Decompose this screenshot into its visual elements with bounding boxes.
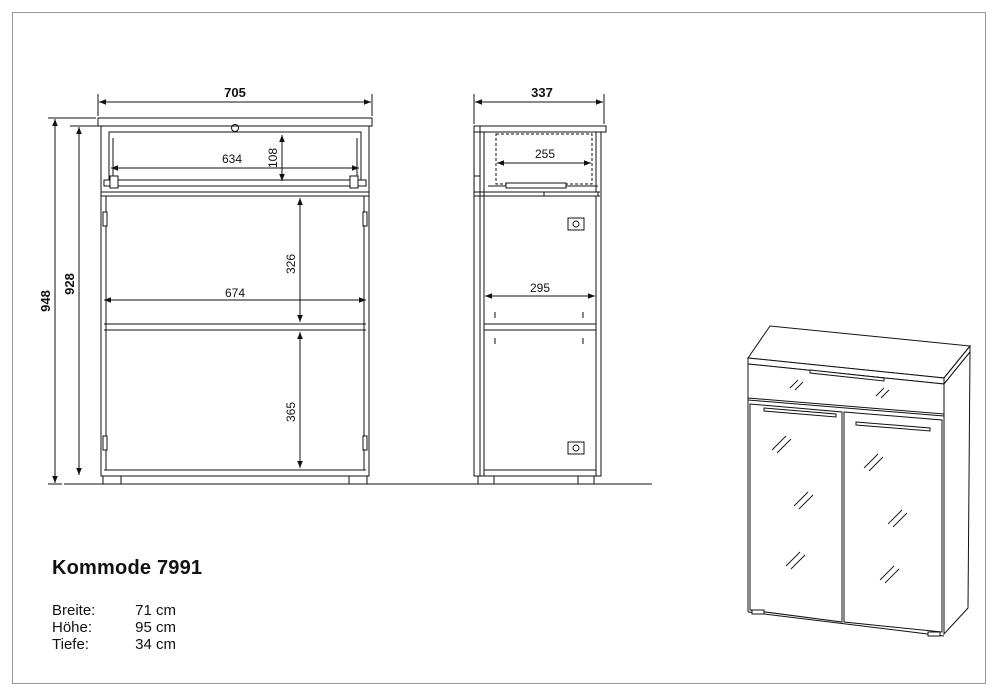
dim-drawer-depth: 255: [535, 147, 555, 161]
product-title: Kommode 7991: [52, 557, 203, 579]
spec-value: 71 cm: [135, 602, 176, 619]
dim-lower-compartment-height: 365: [284, 402, 298, 422]
dim-front-width: 705: [224, 85, 246, 100]
spec-label: Höhe:: [52, 619, 93, 636]
front-dimensions: [48, 94, 373, 485]
front-view: [97, 117, 373, 485]
spec-row-depth: Tiefe: 34 cm: [52, 636, 176, 653]
side-view: [473, 125, 607, 485]
spec-row-width: Breite: 71 cm: [52, 602, 176, 619]
product-specs: Breite: 71 cm Höhe: 95 cm Tiefe: 34 cm: [52, 602, 176, 653]
dim-body-height: 928: [62, 273, 77, 295]
spec-value: 34 cm: [135, 636, 176, 653]
side-dimensions: [473, 94, 605, 299]
spec-label: Tiefe:: [52, 636, 89, 653]
dim-total-height: 948: [38, 290, 53, 312]
drawing-frame: [12, 12, 986, 684]
dim-drawer-inner-width: 634: [222, 152, 242, 166]
dim-upper-compartment-height: 326: [284, 254, 298, 274]
dim-inner-width: 674: [225, 286, 245, 300]
dim-side-depth: 337: [531, 85, 553, 100]
spec-value: 95 cm: [135, 619, 176, 636]
spec-row-height: Höhe: 95 cm: [52, 619, 176, 636]
dim-drawer-height: 108: [266, 148, 280, 168]
spec-label: Breite:: [52, 602, 96, 619]
perspective-view: [747, 325, 971, 637]
dim-inner-depth: 295: [530, 281, 550, 295]
